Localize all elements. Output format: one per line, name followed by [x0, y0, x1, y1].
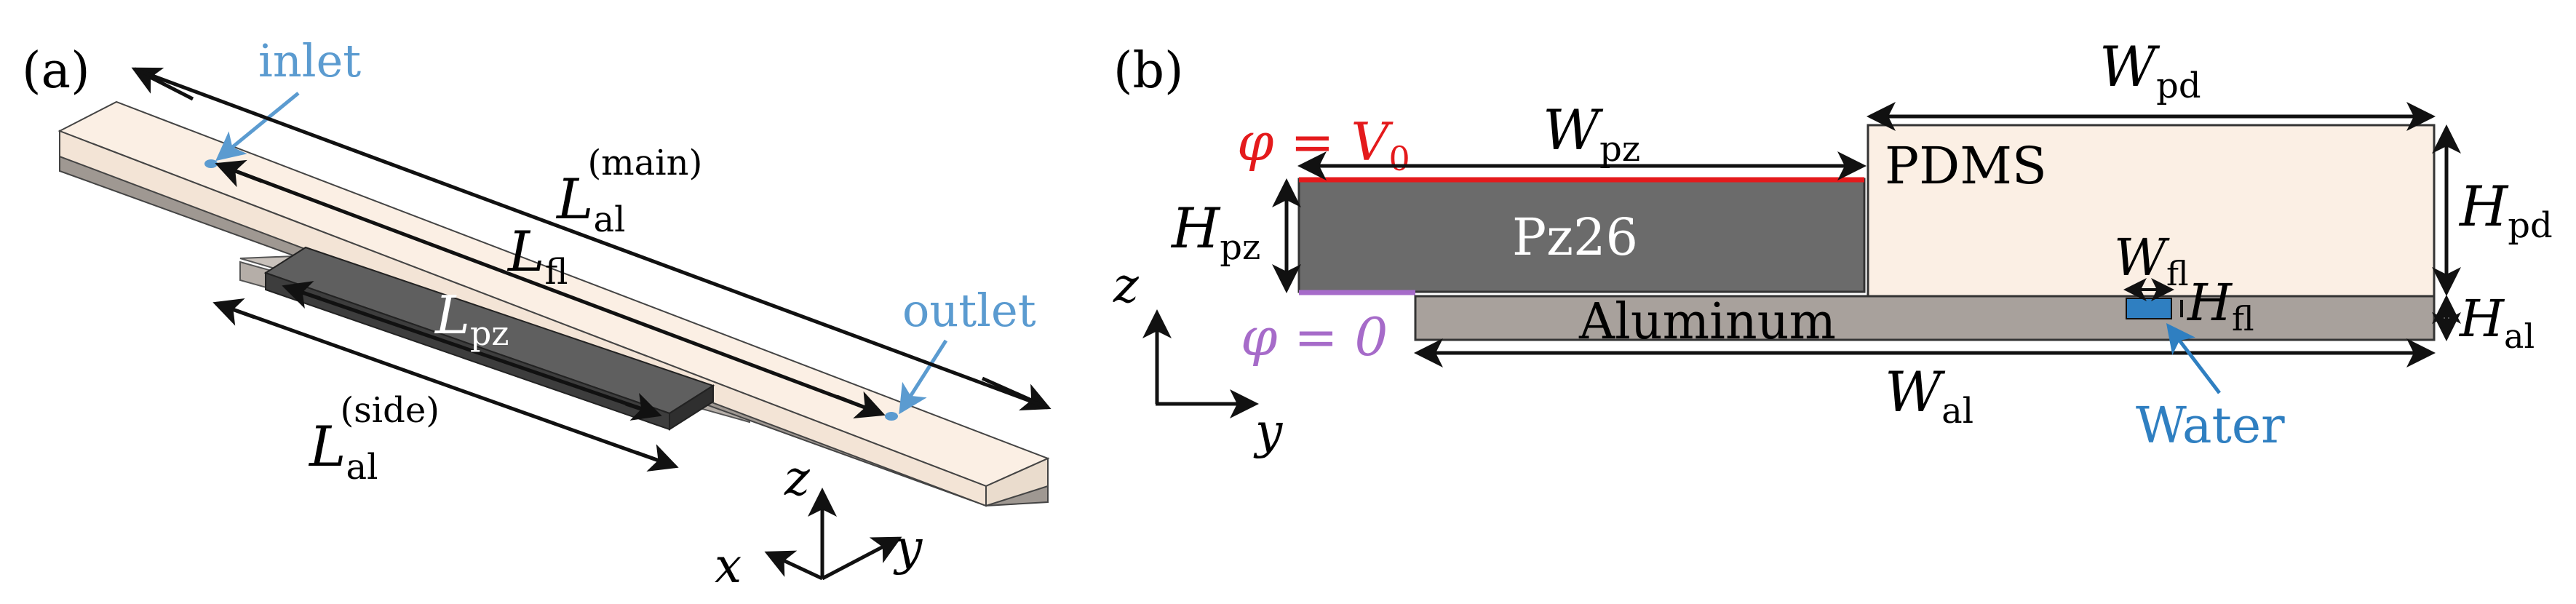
- axis-z-label-2d: z: [1113, 258, 1140, 314]
- L-al-side-arrow-start: [212, 298, 255, 326]
- H-pd-label: Hpd: [2458, 174, 2553, 246]
- panel-b-label: (b): [1113, 42, 1184, 100]
- H-al-label: Hal: [2458, 289, 2535, 356]
- inlet-port: [204, 159, 218, 168]
- phi-top-label: φ = V0: [1237, 111, 1410, 178]
- L-al-main-label: Lal(main): [555, 143, 702, 240]
- pdms-slab-top: [57, 100, 1050, 488]
- pz26-label: Pz26: [1512, 207, 1638, 267]
- L-al-side-line: [218, 302, 674, 468]
- axis-y-3d: [821, 536, 902, 581]
- water-channel: [2126, 298, 2172, 319]
- L-pz-line: [287, 285, 656, 416]
- phi-bottom-label: φ = 0: [1241, 306, 1388, 367]
- W-pd-label: Wpd: [2099, 34, 2201, 106]
- L-pz-arrow-start: [282, 281, 321, 309]
- L-pz-arrow-end: [625, 392, 662, 421]
- L-fl-arrow-end: [836, 391, 886, 419]
- H-pz-label: Hpz: [1170, 196, 1260, 268]
- axis-y-label-3d: y: [893, 520, 923, 576]
- axis-y-label-2d: y: [1253, 403, 1283, 459]
- pdms-block: [1867, 124, 2436, 298]
- axes-3d: z y x: [715, 450, 923, 594]
- L-fl-line: [221, 164, 881, 416]
- axis-z-label-3d: z: [784, 450, 811, 506]
- W-al-label: Wal: [1885, 359, 1973, 432]
- piezo-end: [669, 384, 714, 431]
- pdms-slab-front: [59, 130, 987, 507]
- aluminum-label: Aluminum: [1578, 293, 1836, 351]
- outlet-pointer: [899, 339, 948, 415]
- W-pz-label: Wpz: [1543, 98, 1640, 170]
- axes-2d: z y: [1113, 258, 1283, 459]
- inlet-pointer: [215, 92, 300, 162]
- panel-a: (a) inlet outlet: [22, 34, 1052, 594]
- L-al-side-arrow-end: [636, 444, 679, 472]
- panel-a-label: (a): [22, 42, 90, 100]
- L-fl-label: Lfl: [506, 219, 568, 293]
- pdms-label: PDMS: [1885, 136, 2047, 196]
- L-fl-arrow-start: [215, 159, 263, 188]
- water-pointer: [2166, 323, 2221, 394]
- outlet-label: outlet: [902, 284, 1036, 337]
- aluminum-block: [1414, 295, 2436, 341]
- L-al-main-line: [134, 67, 1049, 410]
- axis-x-3d: [764, 550, 824, 581]
- H-fl-label: Hfl: [2186, 273, 2254, 338]
- pdms-slab-end: [985, 457, 1049, 507]
- outlet-port: [885, 412, 898, 421]
- inlet-label: inlet: [258, 34, 361, 87]
- W-fl-label: Wfl: [2114, 228, 2189, 293]
- L-pz-label: Lpz: [434, 285, 509, 353]
- water-label: Water: [2136, 397, 2285, 455]
- panel-b: (b) PDMS Pz26 Aluminum φ = V0 φ = 0 Wpz …: [1113, 34, 2553, 459]
- axis-x-label-3d: x: [715, 538, 742, 594]
- L-al-side-label: Lal(side): [308, 390, 440, 488]
